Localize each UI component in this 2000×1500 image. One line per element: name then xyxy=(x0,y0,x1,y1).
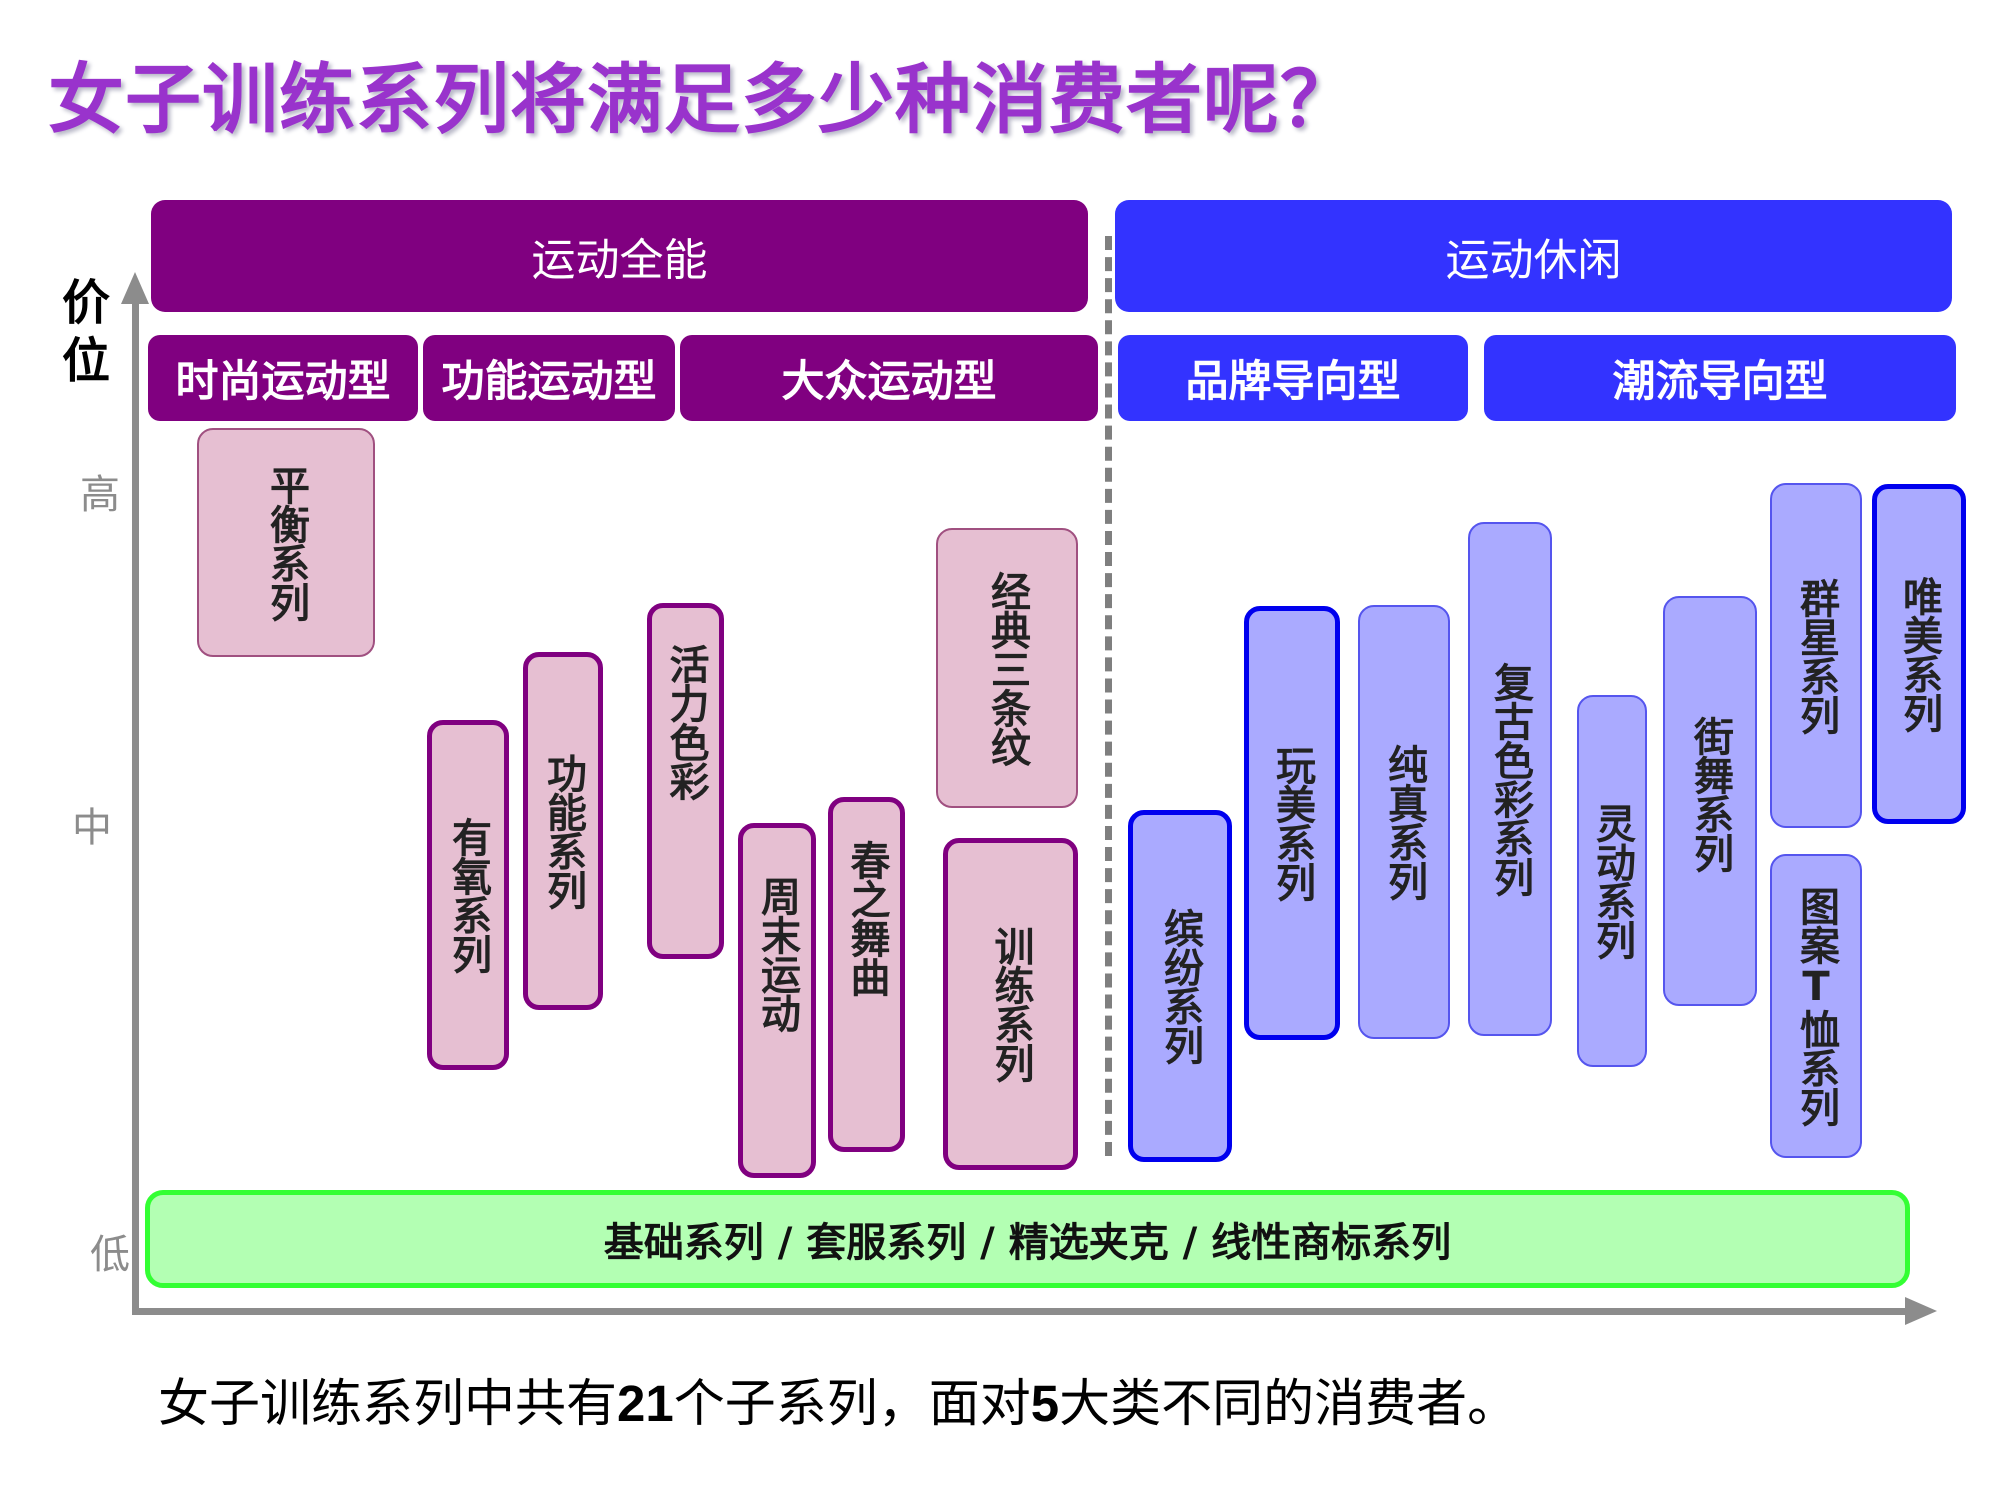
series-huolisecai: 活力色彩 xyxy=(647,603,724,959)
series-label: 有氧系列 xyxy=(445,817,491,973)
caption-text-3: 大类不同的消费者。 xyxy=(1059,1375,1519,1434)
series-label: 春之舞曲 xyxy=(843,840,890,996)
series-binfen: 缤纷系列 xyxy=(1128,810,1232,1162)
subtype-trend-oriented: 潮流导向型 xyxy=(1484,335,1956,421)
series-label: 平衡系列 xyxy=(263,464,309,621)
series-label: 功能系列 xyxy=(540,753,586,909)
x-axis-arrow-icon xyxy=(1905,1297,1937,1325)
base-series-bar: 基础系列 / 套服系列 / 精选夹克 / 线性商标系列 xyxy=(145,1190,1910,1288)
series-youyang: 有氧系列 xyxy=(427,720,509,1070)
price-level-low: 低 xyxy=(90,1232,130,1278)
series-label: 灵动系列 xyxy=(1589,803,1635,959)
caption-series-count: 21 xyxy=(617,1375,674,1432)
series-label: 唯美系列 xyxy=(1896,576,1942,732)
series-label: 纯真系列 xyxy=(1381,744,1427,900)
subtype-label: 大众运动型 xyxy=(781,357,997,407)
category-divider xyxy=(1105,236,1112,1156)
series-label: 街舞系列 xyxy=(1687,716,1733,872)
price-level-mid: 中 xyxy=(72,805,112,851)
series-weimei: 唯美系列 xyxy=(1872,484,1966,824)
category-label: 运动休闲 xyxy=(1445,235,1622,286)
subtype-brand-oriented: 品牌导向型 xyxy=(1118,335,1468,421)
series-label: 活力色彩 xyxy=(662,644,709,800)
base-series-label: 基础系列 / 套服系列 / 精选夹克 / 线性商标系列 xyxy=(603,1220,1452,1266)
y-axis-title: 价位 xyxy=(61,275,110,389)
series-label: 群星系列 xyxy=(1793,577,1839,734)
series-lingdong: 灵动系列 xyxy=(1577,695,1647,1067)
series-chunzhiwuqu: 春之舞曲 xyxy=(828,797,905,1152)
x-axis-line xyxy=(132,1308,1907,1315)
subtype-label: 功能运动型 xyxy=(441,357,657,407)
series-label: 训练系列 xyxy=(987,926,1034,1082)
series-jingdiansantiaowen: 经典三条纹 xyxy=(936,528,1078,808)
subtype-mass-sport: 大众运动型 xyxy=(680,335,1098,421)
y-axis-line xyxy=(132,300,139,1310)
series-xunlian: 训练系列 xyxy=(943,838,1078,1170)
series-zhoumoyundong: 周末运动 xyxy=(738,823,816,1178)
series-chunzhen: 纯真系列 xyxy=(1358,605,1450,1039)
y-axis-arrow-icon xyxy=(121,272,149,304)
series-label: 玩美系列 xyxy=(1269,745,1315,901)
caption-consumer-count: 5 xyxy=(1030,1375,1060,1432)
category-sport-all-round: 运动全能 xyxy=(151,200,1088,312)
series-qunxing: 群星系列 xyxy=(1770,483,1862,828)
series-gongneng: 功能系列 xyxy=(523,652,603,1010)
subtype-label: 时尚运动型 xyxy=(175,357,391,407)
subtype-label: 品牌导向型 xyxy=(1185,357,1401,407)
caption-text-1: 女子训练系列中共有 xyxy=(158,1375,618,1434)
series-label: 经典三条纹 xyxy=(984,570,1030,766)
series-tuan-txu: 图案T恤系列 xyxy=(1770,854,1862,1158)
subtype-label: 潮流导向型 xyxy=(1612,357,1828,407)
summary-caption: 女子训练系列中共有21个子系列，面对5大类不同的消费者。 xyxy=(158,1362,1518,1436)
series-label: 图案T恤系列 xyxy=(1793,886,1839,1126)
caption-text-2: 个子系列，面对 xyxy=(673,1375,1031,1434)
category-sport-casual: 运动休闲 xyxy=(1115,200,1952,312)
subtype-functional-sport: 功能运动型 xyxy=(423,335,675,421)
subtype-fashion-sport: 时尚运动型 xyxy=(148,335,418,421)
series-label: 复古色彩系列 xyxy=(1487,662,1533,896)
series-label: 缤纷系列 xyxy=(1157,908,1203,1064)
page-title: 女子训练系列将满足多少种消费者呢？ xyxy=(48,55,1357,144)
series-wanmei: 玩美系列 xyxy=(1244,606,1340,1040)
price-level-high: 高 xyxy=(80,472,120,518)
series-label: 周末运动 xyxy=(754,876,800,1032)
series-jiewu: 街舞系列 xyxy=(1663,596,1757,1006)
category-label: 运动全能 xyxy=(531,235,708,286)
series-fugusecai: 复古色彩系列 xyxy=(1468,522,1552,1036)
series-pingheng: 平衡系列 xyxy=(197,428,375,657)
